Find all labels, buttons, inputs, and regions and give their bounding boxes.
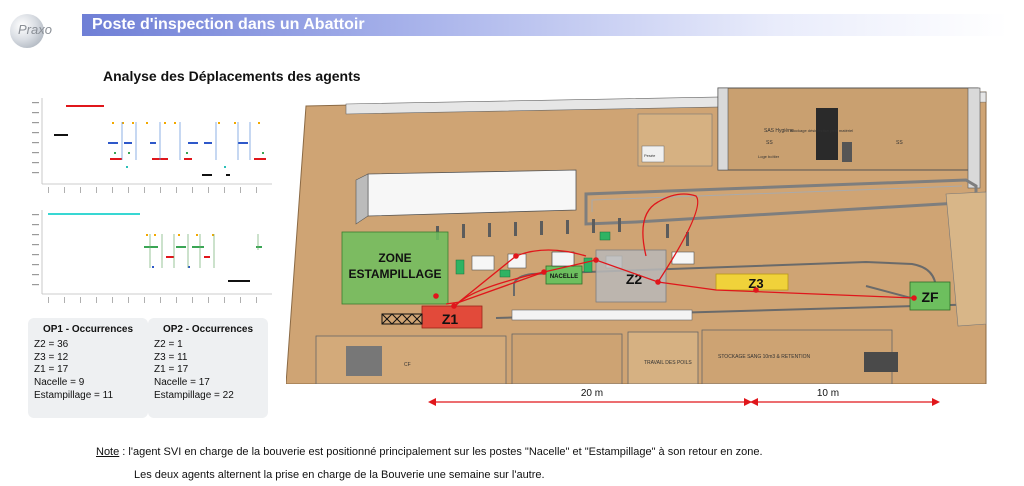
green-bins <box>455 231 611 278</box>
right-wall <box>945 191 987 327</box>
room-label-loge: Loge boîtier <box>758 154 780 159</box>
hygiene-partition <box>816 108 838 160</box>
logo-sphere <box>10 14 44 48</box>
room-label-pesee: Pesée <box>644 153 656 158</box>
lower-room-dark-2 <box>864 352 898 372</box>
op2-vertical-lines <box>149 234 259 268</box>
arrow-right <box>932 398 940 406</box>
hygiene-wall-right <box>967 87 981 189</box>
nacelle-label: NACELLE <box>550 274 578 280</box>
note-line-2: Les deux agents alternent la prise en ch… <box>134 469 545 481</box>
lower-room-travail <box>627 331 699 384</box>
distance-label-10m: 10 m <box>817 388 839 399</box>
room-label-sas: SAS Hygiène <box>764 128 794 134</box>
room-label-travail: TRAVAIL DES POILS <box>644 360 692 366</box>
distance-dimension: 20 m 10 m <box>428 388 940 406</box>
op1-heading: OP1 - Occurrences <box>42 324 134 335</box>
hygiene-partition-2 <box>842 142 852 162</box>
op2-cyan-segment <box>48 213 140 215</box>
lower-room-2 <box>511 333 623 384</box>
page-title: Poste d'inspection dans un Abattoir <box>92 16 365 33</box>
logo-text: Praxo <box>18 22 52 37</box>
pesee-box <box>641 145 665 163</box>
op2-occurrences-box: OP2 - Occurrences Z2 = 1 Z3 = 11 Z1 = 17… <box>148 318 268 418</box>
note-label: Note <box>96 446 120 458</box>
op2-y-ticks <box>32 214 39 286</box>
op2-line-z2: Z2 = 1 <box>154 338 183 350</box>
op1-x-ticks <box>48 187 257 193</box>
zone-z3 <box>715 273 789 291</box>
section-subtitle: Analyse des Déplacements des agents <box>103 68 361 84</box>
op1-vertical-lines <box>121 122 251 160</box>
op1-axis <box>41 98 272 185</box>
op1-dots <box>108 122 266 176</box>
arrow-mid-left <box>744 398 752 406</box>
op1-red-segment <box>66 105 104 107</box>
op1-line-z1: Z1 = 17 <box>34 364 69 376</box>
conveyor-hatch <box>381 313 423 325</box>
movement-path <box>445 193 915 309</box>
zone-z3-label: Z3 <box>748 276 763 291</box>
path-nodes <box>433 253 917 309</box>
op1-y-ticks <box>32 102 39 174</box>
zone-zf-label: ZF <box>921 289 939 305</box>
zone-estampillage-label-1: ZONE <box>378 251 411 265</box>
note-text-1: : l'agent SVI en charge de la bouverie e… <box>119 446 763 458</box>
zone-estampillage <box>341 231 449 305</box>
equipment-bar <box>511 309 693 321</box>
op1-timeline-chart <box>28 94 276 200</box>
zone-z1-label: Z1 <box>442 311 459 327</box>
arrow-mid-right <box>750 398 758 406</box>
room-label-stockage-desinfection: Stockage désinfection petit matériel <box>790 128 853 133</box>
op1-line-estampillage: Estampillage = 11 <box>34 389 114 401</box>
room-label-cf: CF <box>404 362 411 368</box>
white-building <box>367 169 577 217</box>
op2-dots <box>144 234 262 282</box>
op2-line-z1: Z1 = 17 <box>154 364 189 376</box>
room-label-ss-1: SS <box>766 140 773 146</box>
op2-timeline-chart <box>28 206 276 312</box>
distance-label-20m: 20 m <box>581 388 603 399</box>
note-line-1: Note : l'agent SVI en charge de la bouve… <box>96 446 763 458</box>
op2-line-z3: Z3 = 11 <box>154 351 188 363</box>
op1-line-nacelle: Nacelle = 9 <box>34 377 85 389</box>
zone-zf <box>909 281 951 311</box>
title-banner: Poste d'inspection dans un Abattoir <box>82 14 1008 36</box>
white-building-side <box>355 173 369 225</box>
op2-axis <box>41 210 272 295</box>
op2-heading: OP2 - Occurrences <box>162 324 254 335</box>
op1-line-z2: Z2 = 36 <box>34 338 69 350</box>
lower-room-stockage <box>701 329 893 384</box>
overhead-rail-inner <box>591 185 963 212</box>
nacelle-machine <box>551 251 575 267</box>
lower-room-cf <box>315 335 507 384</box>
op1-black-segment <box>54 134 68 136</box>
floor-plan: SAS Hygiène Stockage désinfection petit … <box>286 87 987 384</box>
zone-estampillage-label: ESTAMPILLAGE <box>348 267 441 281</box>
op1-line-z3: Z3 = 12 <box>34 351 69 363</box>
hygiene-wall-left <box>717 87 729 171</box>
lower-room-dark <box>346 346 382 376</box>
room-label-stockage-sang: STOCKAGE SANG 10m3 & RETENTION <box>718 354 811 360</box>
op2-line-nacelle: Nacelle = 17 <box>154 377 210 389</box>
arrow-left <box>428 398 436 406</box>
op2-line-estampillage: Estampillage = 22 <box>154 389 234 401</box>
room-label-ss-2: SS <box>896 140 903 146</box>
op2-x-ticks <box>48 297 257 303</box>
zone-z2 <box>595 249 667 303</box>
op1-occurrences-box: OP1 - Occurrences Z2 = 36 Z3 = 12 Z1 = 1… <box>28 318 148 418</box>
note-text-2: Les deux agents alternent la prise en ch… <box>134 469 545 481</box>
praxo-logo: Praxo <box>8 12 66 52</box>
